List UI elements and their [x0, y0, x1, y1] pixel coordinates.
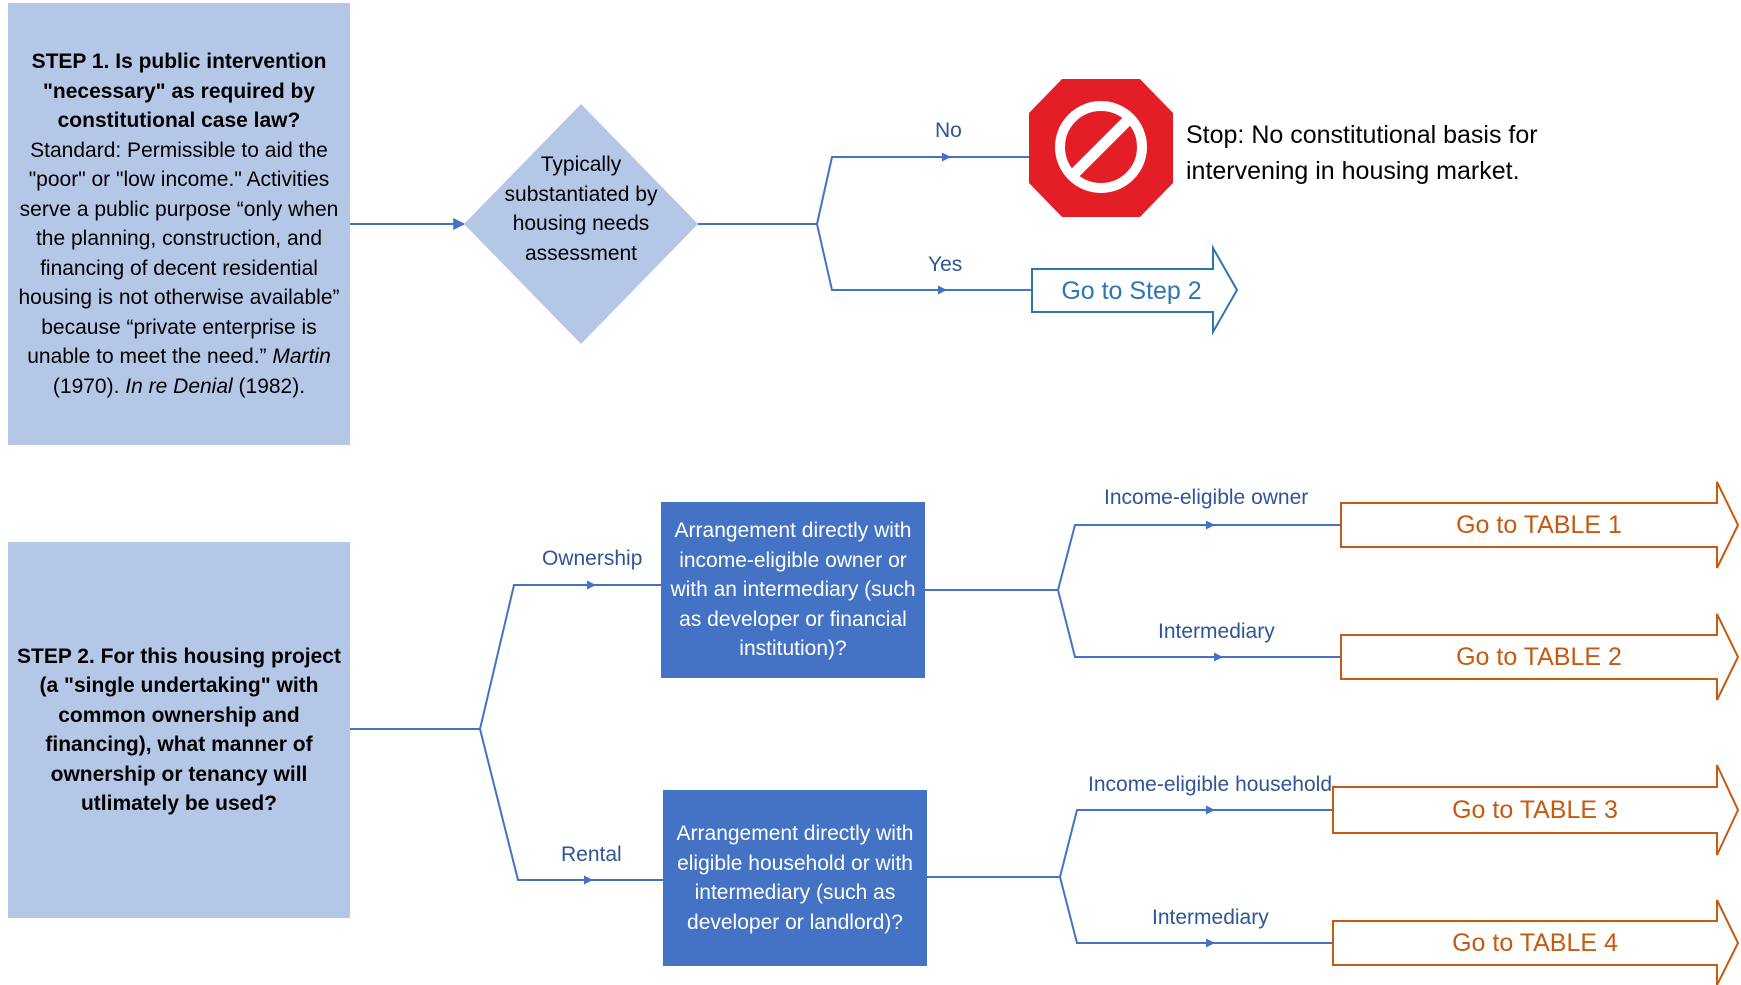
step1-case2-name: In re Denial — [125, 374, 233, 398]
stop-text: Stop: No constitutional basis for interv… — [1186, 121, 1538, 185]
table4-arrow[interactable] — [1332, 899, 1740, 985]
table4-label[interactable]: Go to TABLE 4 — [1452, 929, 1618, 957]
step1-content: STEP 1. Is public intervention "necessar… — [16, 47, 342, 401]
table1-arrow[interactable] — [1340, 481, 1740, 569]
step1-case1-name: Martin — [272, 345, 331, 368]
label-income-owner: Income-eligible owner — [1104, 486, 1309, 509]
question-ownership-box: Arrangement directly with income-eligibl… — [661, 502, 925, 678]
label-intermediary-2: Intermediary — [1152, 906, 1269, 929]
label-rental: Rental — [561, 843, 622, 866]
connector-ownership-branch — [479, 584, 661, 730]
question-rental-box: Arrangement directly with eligible house… — [663, 790, 927, 966]
connector-rental-branch — [479, 728, 663, 881]
decision-diamond — [464, 104, 698, 344]
label-income-household: Income-eligible household — [1088, 773, 1332, 796]
table2-arrow[interactable] — [1340, 613, 1740, 701]
stop-sign-icon — [1029, 79, 1173, 217]
step2-box: STEP 2. For this housing project (a "sin… — [8, 542, 350, 918]
go-step2-arrow[interactable] — [1031, 244, 1239, 336]
connector-intermediary-1 — [1057, 589, 1341, 658]
connector-no-branch — [816, 156, 1036, 225]
label-yes: Yes — [928, 253, 963, 276]
table3-arrow[interactable] — [1332, 764, 1740, 856]
step1-case2-year: (1982). — [238, 374, 306, 398]
step2-title: STEP 2. For this housing project (a "sin… — [17, 644, 341, 816]
step1-title: STEP 1. Is public intervention "necessar… — [31, 50, 327, 132]
step1-case1-year: (1970). — [52, 374, 120, 398]
table1-label[interactable]: Go to TABLE 1 — [1456, 511, 1622, 539]
label-intermediary-1: Intermediary — [1158, 620, 1275, 643]
connector-intermediary-2 — [1059, 876, 1333, 944]
diamond-label: Typically substantiated by housing needs… — [504, 153, 658, 265]
connector-income-household — [1059, 809, 1333, 878]
step1-box: STEP 1. Is public intervention "necessar… — [8, 3, 350, 445]
connector-income-owner — [1057, 524, 1341, 591]
question-ownership-label: Arrangement directly with income-eligibl… — [670, 519, 916, 661]
step1-body: Standard: Permissible to aid the "poor" … — [18, 138, 340, 369]
label-no: No — [935, 119, 962, 142]
table3-label[interactable]: Go to TABLE 3 — [1452, 796, 1618, 824]
go-step2-label[interactable]: Go to Step 2 — [1061, 276, 1202, 305]
table2-label[interactable]: Go to TABLE 2 — [1456, 643, 1622, 671]
question-rental-label: Arrangement directly with eligible house… — [676, 822, 914, 934]
connector-yes-branch — [816, 223, 1032, 291]
label-ownership: Ownership — [542, 547, 643, 570]
